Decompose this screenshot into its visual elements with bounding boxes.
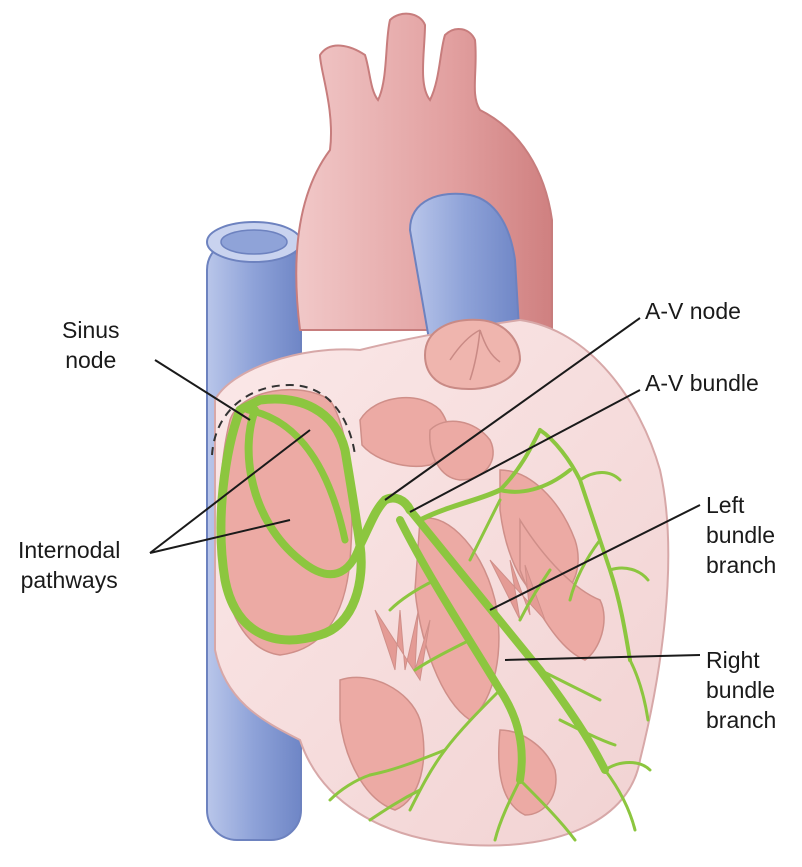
label-internodal-line1: Internodal (18, 535, 120, 565)
label-right-bundle-branch: Right bundle branch (706, 645, 776, 735)
label-sinus-node-line2: node (62, 345, 120, 375)
label-left-line1: Left (706, 490, 776, 520)
aorta (296, 14, 552, 357)
label-left-line2: bundle (706, 520, 776, 550)
label-right-line1: Right (706, 645, 776, 675)
label-sinus-node: Sinus node (62, 315, 120, 375)
label-left-line3: branch (706, 550, 776, 580)
label-right-line3: branch (706, 705, 776, 735)
label-right-line2: bundle (706, 675, 776, 705)
label-left-bundle-branch: Left bundle branch (706, 490, 776, 580)
label-internodal-pathways: Internodal pathways (18, 535, 120, 595)
label-av-bundle: A-V bundle (645, 368, 759, 398)
label-sinus-node-line1: Sinus (62, 315, 120, 345)
label-internodal-line2: pathways (18, 565, 120, 595)
label-av-node: A-V node (645, 296, 741, 326)
